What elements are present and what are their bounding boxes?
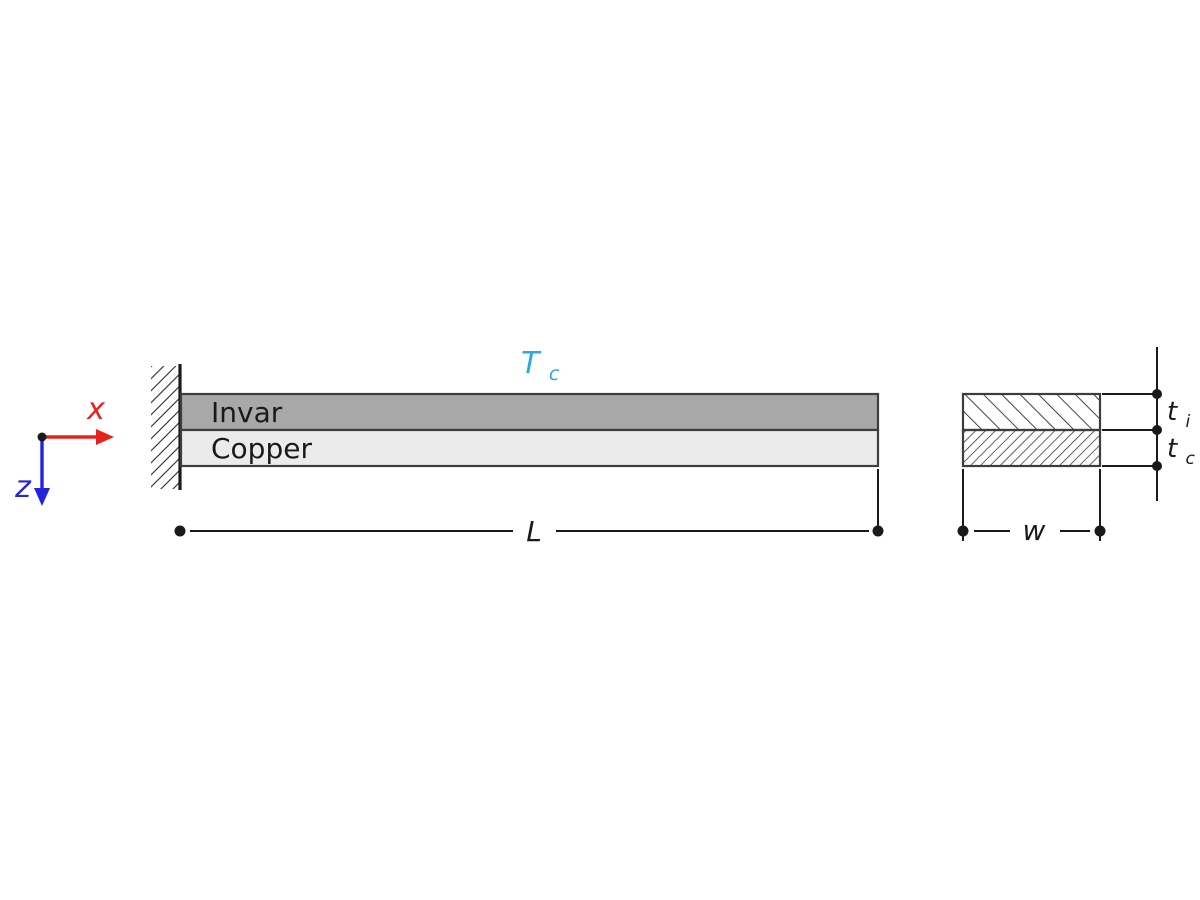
copper-label: Copper <box>211 432 312 465</box>
section-copper-layer <box>961 428 1102 468</box>
x-axis-label: x <box>86 392 105 427</box>
width-dimension: w <box>957 469 1106 547</box>
thickness-bottom-label-sub: c <box>1185 449 1195 469</box>
thickness-top-label: t i <box>1167 397 1190 432</box>
thickness-top-label-sub: i <box>1185 412 1190 432</box>
length-dim-dot-right <box>872 525 884 537</box>
length-dimension: L <box>174 469 884 548</box>
copper-layer <box>179 428 880 468</box>
origin-dot <box>37 432 47 442</box>
thickness-top-label-main: t <box>1167 397 1178 427</box>
thickness-dot-mid <box>1152 425 1162 435</box>
z-axis-arrowhead-icon <box>34 488 50 506</box>
width-label: w <box>1023 514 1046 547</box>
coordinate-axes: x z <box>14 392 114 506</box>
length-label: L <box>526 515 542 548</box>
temperature-label: T c <box>521 346 560 385</box>
thickness-dot-top <box>1152 389 1162 399</box>
cross-section <box>961 392 1102 468</box>
thickness-dimension: t i t c <box>1102 347 1195 501</box>
x-axis-arrowhead-icon <box>96 429 114 445</box>
thickness-bottom-label: t c <box>1167 434 1195 469</box>
width-dim-dot-left <box>957 525 969 537</box>
temperature-label-main: T <box>521 346 542 381</box>
thickness-bottom-label-main: t <box>1167 434 1178 464</box>
length-dim-dot-left <box>174 525 186 537</box>
width-dim-dot-right <box>1094 525 1106 537</box>
invar-layer <box>179 392 880 432</box>
thickness-dot-bottom <box>1152 461 1162 471</box>
z-axis-label: z <box>14 470 32 505</box>
invar-label: Invar <box>211 396 283 429</box>
beam: Invar Copper T c <box>179 346 880 468</box>
temperature-label-sub: c <box>549 363 560 385</box>
section-invar-layer <box>961 392 1102 432</box>
fixed-support <box>151 364 182 490</box>
wall-hatch <box>151 366 180 489</box>
